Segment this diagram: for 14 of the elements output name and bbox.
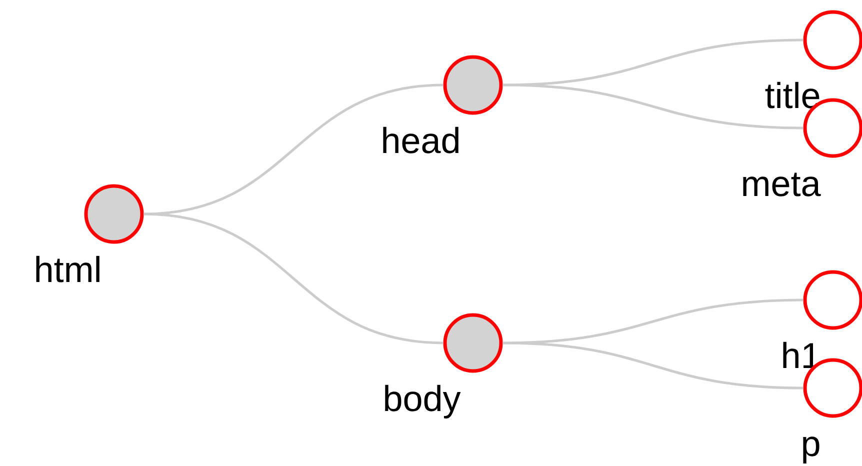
node-label: meta <box>743 172 821 196</box>
node-label: title <box>765 82 820 108</box>
node-label: p <box>803 436 820 464</box>
tree-link <box>144 84 444 216</box>
tree-link <box>502 342 804 390</box>
node-label: head <box>383 126 458 154</box>
node-label: body <box>385 384 461 418</box>
tree-node: head <box>383 55 503 154</box>
tree-node: html <box>36 184 144 282</box>
tree-link <box>502 84 804 130</box>
tree-node: body <box>385 313 503 418</box>
tree-node: title <box>765 10 862 108</box>
node-label: html <box>36 256 100 282</box>
tree-link <box>144 212 444 344</box>
